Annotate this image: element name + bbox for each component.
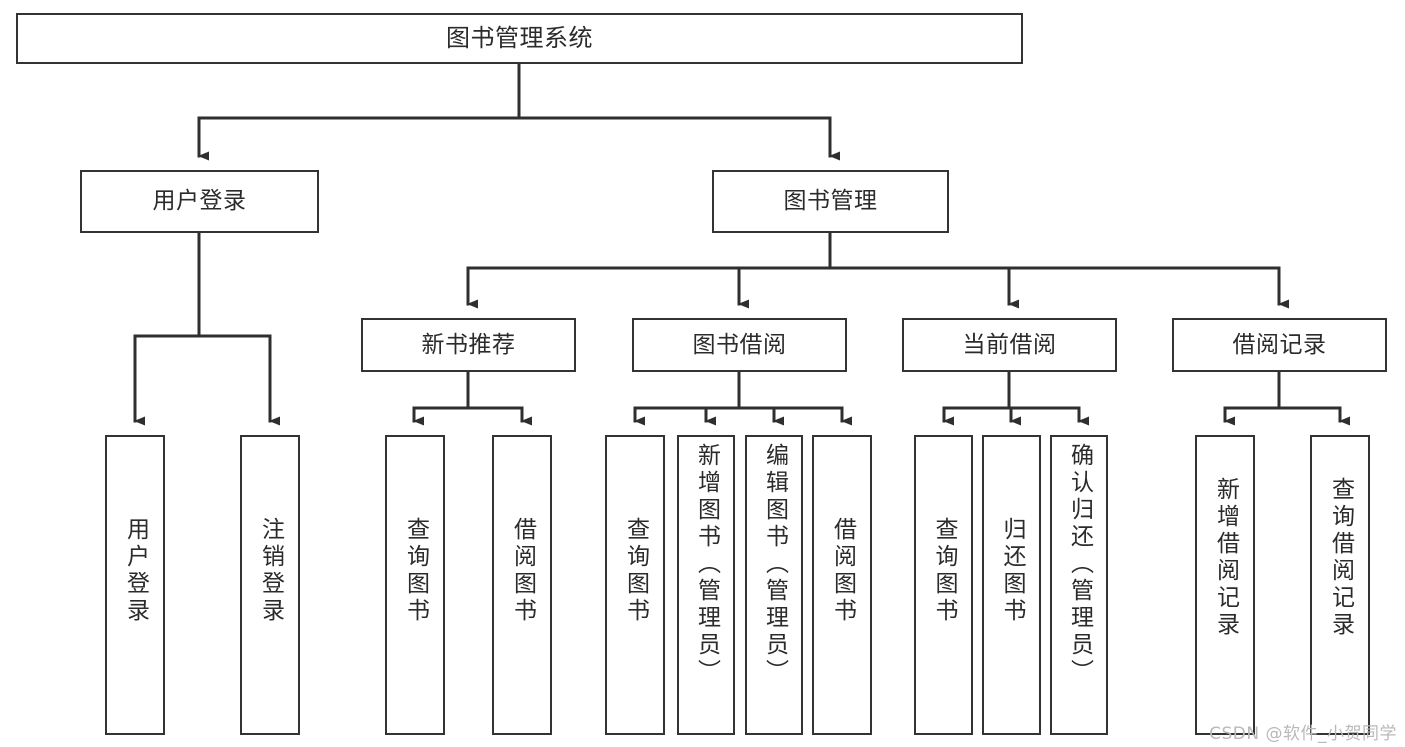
node-leaf-borrow-book-1-label: 借阅图书 [509, 517, 536, 625]
node-borrow-record-label: 借阅记录 [1232, 331, 1327, 358]
node-user-login[interactable]: 用户登录 [80, 170, 319, 233]
node-leaf-query-book-2-label: 查询图书 [622, 517, 649, 625]
csdn-watermark: CSDN @软件_小贺同学 [1209, 724, 1397, 744]
node-user-login-label: 用户登录 [152, 188, 247, 215]
node-book-manage-label: 图书管理 [783, 188, 878, 215]
node-root-label: 图书管理系统 [446, 23, 593, 52]
node-leaf-return-book[interactable]: 归还图书 [982, 435, 1041, 735]
node-leaf-user-login[interactable]: 用户登录 [105, 435, 165, 735]
node-leaf-borrow-book-2[interactable]: 借阅图书 [812, 435, 872, 735]
node-leaf-query-book-3[interactable]: 查询图书 [914, 435, 973, 735]
node-leaf-query-book-2[interactable]: 查询图书 [605, 435, 665, 735]
node-leaf-add-record[interactable]: 新增借阅记录 [1195, 435, 1255, 735]
node-leaf-user-logout-label: 注销登录 [257, 517, 284, 625]
node-book-borrow[interactable]: 图书借阅 [632, 318, 847, 372]
node-leaf-query-book-1-label: 查询图书 [402, 517, 429, 625]
node-leaf-user-login-label: 用户登录 [122, 517, 149, 625]
node-leaf-user-logout[interactable]: 注销登录 [240, 435, 300, 735]
node-leaf-add-book[interactable]: 新增图书（管理员） [677, 435, 735, 735]
node-current-borrow[interactable]: 当前借阅 [902, 318, 1117, 372]
node-leaf-edit-book-label: 编辑图书（管理员） [761, 443, 788, 686]
node-leaf-edit-book[interactable]: 编辑图书（管理员） [745, 435, 803, 735]
node-new-book-recommend-label: 新书推荐 [421, 331, 516, 358]
node-leaf-confirm-return-label: 确认归还（管理员） [1066, 443, 1093, 686]
node-leaf-add-book-label: 新增图书（管理员） [693, 443, 720, 686]
node-book-borrow-label: 图书借阅 [692, 331, 787, 358]
node-leaf-add-record-label: 新增借阅记录 [1212, 477, 1239, 639]
node-leaf-query-book-1[interactable]: 查询图书 [385, 435, 445, 735]
node-root[interactable]: 图书管理系统 [16, 13, 1023, 64]
node-leaf-query-record-label: 查询借阅记录 [1327, 477, 1354, 639]
node-borrow-record[interactable]: 借阅记录 [1172, 318, 1387, 372]
node-leaf-borrow-book-1[interactable]: 借阅图书 [492, 435, 552, 735]
node-current-borrow-label: 当前借阅 [962, 331, 1057, 358]
node-leaf-confirm-return[interactable]: 确认归还（管理员） [1050, 435, 1108, 735]
node-leaf-query-book-3-label: 查询图书 [931, 517, 957, 625]
node-leaf-return-book-label: 归还图书 [999, 517, 1025, 625]
node-leaf-query-record[interactable]: 查询借阅记录 [1310, 435, 1370, 735]
node-new-book-recommend[interactable]: 新书推荐 [361, 318, 576, 372]
node-book-manage[interactable]: 图书管理 [712, 170, 949, 233]
node-leaf-borrow-book-2-label: 借阅图书 [829, 517, 856, 625]
